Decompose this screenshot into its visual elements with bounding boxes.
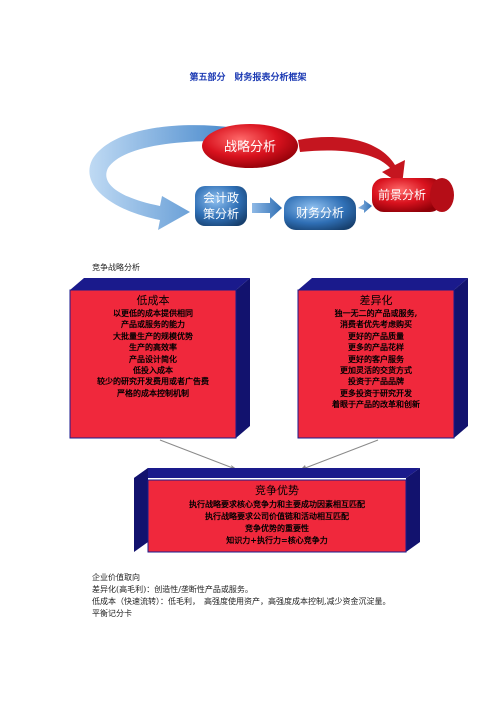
low-cost-line: 生产的高效率 <box>129 342 177 353</box>
footer-line-balanced-scorecard: 平衡记分卡 <box>92 609 132 618</box>
low-cost-title: 低成本 <box>136 294 170 307</box>
low-cost-box <box>69 278 250 439</box>
competitive-advantage-line: 执行战略要求核心竞争力和主要成功因素相互匹配 <box>189 499 365 509</box>
low-cost-line: 低投入成本 <box>133 365 173 376</box>
competitive-advantage-line: 竞争优势的重要性 <box>245 523 309 533</box>
differentiation-line: 独一无二的产品或服务, <box>334 308 418 318</box>
low-cost-to-advantage-connector <box>159 439 239 471</box>
strategy-node-label: 战略分析 <box>224 139 276 155</box>
accounting-node-label-line2: 策分析 <box>203 207 239 221</box>
competitive-strategy-label: 竞争战略分析 <box>92 263 140 272</box>
footer-line-differentiation: 差异化(高毛利)：创造性/垄断性产品或服务。 <box>92 585 253 594</box>
footer-line-value-orientation: 企业价值取向 <box>92 573 140 582</box>
differentiation-line: 更好的客户服务 <box>348 353 404 364</box>
low-cost-text: 低成本 以更低的成本提供相同 产品或服务的能力 大批量生产的规模优势 生产的高效… <box>70 294 236 399</box>
low-cost-line: 大批量生产的规模优势 <box>113 330 193 341</box>
low-cost-line: 以更低的成本提供相同 <box>113 308 193 318</box>
differentiation-text: 差异化 独一无二的产品或服务, 消费者优先考虑购买 更好的产品质量 更多的产品花… <box>298 294 454 411</box>
low-cost-line: 产品或服务的能力 <box>121 319 185 330</box>
low-cost-line: 产品设计简化 <box>129 353 177 364</box>
differentiation-line: 更好的产品质量 <box>348 330 404 341</box>
differentiation-line: 更多投资于研究开发 <box>340 387 412 398</box>
differentiation-line: 更多的产品花样 <box>348 342 404 353</box>
financial-node-label: 财务分析 <box>296 205 344 220</box>
differentiation-to-advantage-connector <box>299 439 379 471</box>
strategy-to-prospect-arrow <box>298 137 405 185</box>
financial-node <box>284 196 356 230</box>
low-cost-line: 较少的研究开发费用或者广告费 <box>97 376 209 387</box>
competitive-advantage-box <box>134 468 420 553</box>
competitive-advantage-line: 执行战略要求公司价值链和活动相互匹配 <box>205 511 349 521</box>
accounting-to-financial-arrow <box>252 197 282 219</box>
competitive-advantage-text: 竞争优势 执行战略要求核心竞争力和主要成功因素相互匹配 执行战略要求公司价值链和… <box>148 484 406 546</box>
footer-line-low-cost: 低成本（快速流转）：低毛利， 高强度使用资产，高强度成本控制,减少资金沉淀量。 <box>92 597 391 606</box>
differentiation-line: 更加灵活的交货方式 <box>340 365 412 376</box>
accounting-policy-node <box>195 186 247 226</box>
differentiation-line: 消费者优先考虑购买 <box>340 319 412 330</box>
differentiation-box <box>297 278 468 439</box>
page-title: 第五部分 财务报表分析框架 <box>189 73 307 83</box>
analysis-flow-diagram: 战略分析 前景分析 会计政 策分析 财务分析 <box>89 124 454 230</box>
differentiation-line: 投资于产品品牌 <box>348 376 404 387</box>
low-cost-line: 严格的成本控制机制 <box>117 387 189 398</box>
big-curved-arrow <box>89 125 250 230</box>
prospect-node <box>372 178 454 212</box>
financial-to-prospect-arrow <box>358 200 372 213</box>
footer-text: 企业价值取向 差异化(高毛利)：创造性/垄断性产品或服务。 低成本（快速流转）：… <box>92 572 472 620</box>
competitive-advantage-title: 竞争优势 <box>255 484 299 497</box>
differentiation-line: 着眼于产品的改革和创新 <box>332 399 420 410</box>
strategy-node <box>202 124 298 168</box>
accounting-node-label-line1: 会计政 <box>203 191 239 205</box>
prospect-node-label: 前景分析 <box>378 187 426 202</box>
competitive-advantage-line: 知识力+执行力=核心竞争力 <box>226 535 328 545</box>
differentiation-title: 差异化 <box>359 294 393 307</box>
